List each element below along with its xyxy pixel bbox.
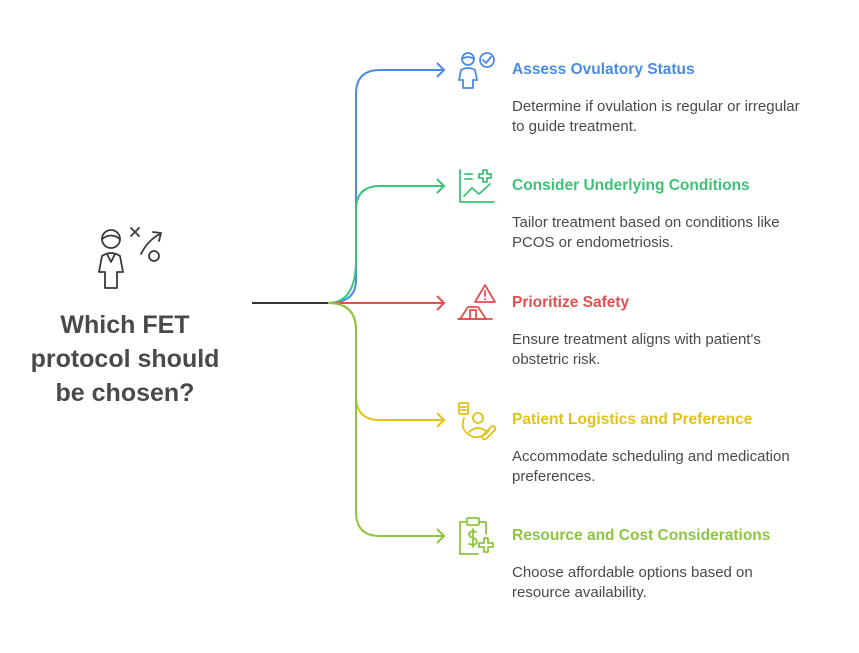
branch-1-title: Assess Ovulatory Status [512, 61, 695, 78]
patient-pill-icon [458, 402, 496, 440]
branch-3-desc-line-1: Ensure treatment aligns with patient's [512, 331, 761, 348]
branch-2-desc: Tailor treatment based on conditions lik… [512, 213, 842, 253]
question-line-2: protocol should [30, 345, 220, 373]
clipboard-cost-icon [459, 517, 494, 555]
branch-2-title: Consider Underlying Conditions [512, 177, 750, 194]
question-line-3: be chosen? [55, 379, 195, 407]
branch-1-desc-line-1: Determine if ovulation is regular or irr… [512, 98, 800, 115]
branch-2-desc-line-1: Tailor treatment based on conditions lik… [512, 214, 780, 231]
branch-5-title: Resource and Cost Considerations [512, 527, 771, 544]
branch-1-desc-line-2: to guide treatment. [512, 118, 638, 135]
question-line-1: Which FET [60, 311, 190, 339]
branch-4-title: Patient Logistics and Preference [512, 411, 753, 428]
medical-chart-icon [459, 169, 495, 203]
branch-4-desc-line-2: preferences. [512, 468, 596, 485]
branch-3-title: Prioritize Safety [512, 294, 630, 311]
branch-3-desc: Ensure treatment aligns with patient's o… [512, 330, 842, 370]
branch-4-desc: Accommodate scheduling and medication pr… [512, 447, 842, 487]
person-check-icon [458, 52, 495, 89]
branch-5-desc: Choose affordable options based on resou… [512, 563, 842, 603]
branch-5-desc-line-1: Choose affordable options based on [512, 564, 753, 581]
branch-2-desc-line-2: PCOS or endometriosis. [512, 234, 674, 251]
central-question: Which FET protocol should be chosen? [20, 308, 230, 410]
person-decision-icon [98, 227, 162, 289]
branch-1-desc: Determine if ovulation is regular or irr… [512, 97, 842, 137]
warning-shield-icon [457, 284, 496, 320]
branch-3-desc-line-2: obstetric risk. [512, 351, 601, 368]
branch-4-desc-line-1: Accommodate scheduling and medication [512, 448, 790, 465]
branch-5-desc-line-2: resource availability. [512, 584, 647, 601]
